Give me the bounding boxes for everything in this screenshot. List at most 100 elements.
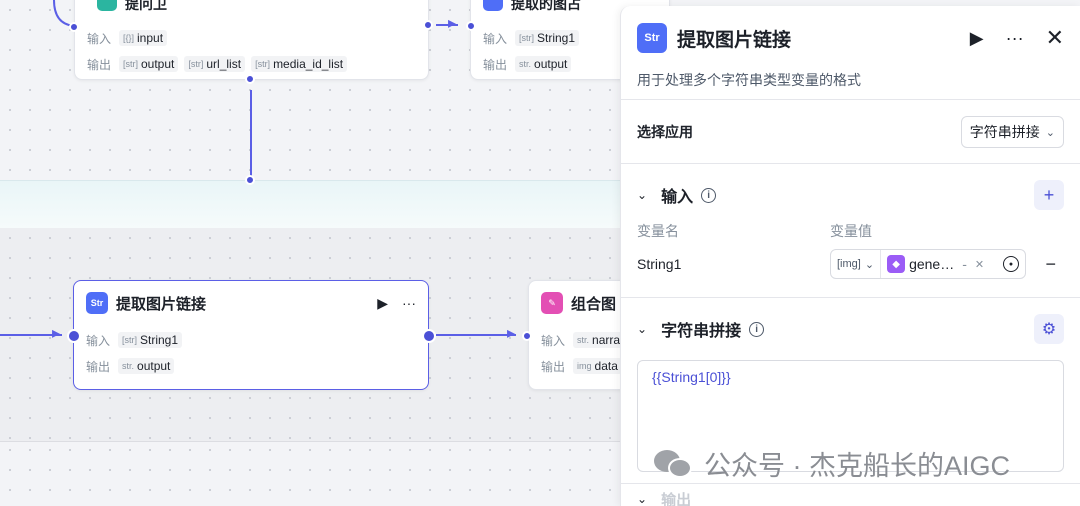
variable-value-input[interactable]: [img] ⌄ ◆ gene… - ✕ ● — [830, 249, 1026, 279]
input-tag: str.narra — [573, 332, 625, 348]
collapse-icon[interactable]: ⌄ — [637, 322, 648, 336]
chevron-down-icon: ⌄ — [864, 258, 875, 271]
add-variable-button[interactable]: + — [1034, 180, 1064, 210]
node-extract-image-link[interactable]: Str 提取图片链接 ▶ ··· 输入 [str]String1 输出 str.… — [73, 280, 429, 390]
input-label: 输入 — [86, 333, 111, 348]
output-tag: str.output — [515, 56, 572, 72]
output-label: 输出 — [483, 57, 508, 72]
next-section-peek: ⌄ 输出 — [621, 484, 1080, 506]
node-config-panel: Str 提取图片链接 ▶ ··· ✕ 用于处理多个字符串类型变量的格式 选择应用… — [620, 6, 1080, 506]
collapse-icon[interactable]: ⌄ — [637, 188, 648, 202]
select-app-label: 选择应用 — [637, 124, 693, 140]
group-header-band — [0, 180, 620, 228]
panel-title: 提取图片链接 — [677, 29, 792, 51]
remove-variable-button[interactable]: − — [1045, 253, 1056, 274]
col-var-value: 变量值 — [830, 223, 872, 239]
target-icon[interactable]: ● — [1003, 256, 1019, 272]
watermark-text: 公众号 · 杰克船长的AIGC — [704, 451, 1011, 481]
section-title: 输入 — [661, 189, 694, 206]
watermark: 公众号 · 杰克船长的AIGC — [654, 444, 1010, 483]
node-icon — [97, 0, 117, 11]
tag-name: String1 — [537, 31, 576, 45]
node-top-left[interactable]: 提问卫 输入 [{}]input 输出 [str]output [str]url… — [74, 0, 429, 80]
template-textarea[interactable]: {{String1[0]}} — [637, 360, 1064, 472]
tag-name: narra — [592, 333, 621, 347]
variable-name: String1 — [637, 256, 682, 272]
type-icon: [str] — [188, 59, 204, 69]
output-port[interactable] — [423, 20, 433, 30]
type-select[interactable]: [img] ⌄ — [831, 250, 882, 278]
arrow-icon: ▸ — [52, 325, 61, 342]
tag-name: media_id_list — [273, 57, 344, 71]
col-var-name: 变量名 — [637, 223, 679, 239]
wire-top — [436, 24, 458, 26]
tag-name: url_list — [206, 57, 242, 71]
section-title: 字符串拼接 — [661, 323, 742, 340]
tag-name: String1 — [140, 333, 179, 347]
input-port[interactable] — [67, 329, 81, 343]
input-tag: [str]String1 — [515, 30, 580, 46]
type-icon: str. — [122, 361, 135, 371]
info-icon[interactable]: i — [749, 321, 765, 337]
image-type-icon: [img] — [837, 258, 861, 270]
output-tag: [str]output — [119, 56, 179, 72]
tag-name: data — [594, 359, 618, 373]
input-label: 输入 — [541, 333, 566, 348]
arrow-icon: ▸ — [448, 15, 457, 32]
input-port[interactable] — [466, 21, 476, 31]
type-icon: [{}] — [123, 33, 135, 43]
cube-icon: ◆ — [887, 255, 906, 273]
chevron-down-icon: ⌄ — [1045, 126, 1055, 139]
str-icon: Str — [86, 292, 108, 314]
play-icon[interactable]: ▶ — [377, 294, 388, 311]
type-icon: str. — [577, 335, 590, 345]
str-icon: Str — [637, 23, 667, 53]
more-button[interactable]: ··· — [1005, 27, 1024, 48]
output-label: 输出 — [87, 57, 112, 72]
wechat-icon — [654, 448, 694, 480]
vertical-wire — [250, 90, 252, 176]
collapse-icon[interactable]: ⌄ — [637, 492, 648, 506]
more-icon[interactable]: ··· — [402, 294, 416, 311]
tag-name: output — [141, 57, 175, 71]
input-port[interactable] — [69, 22, 79, 32]
clear-icon[interactable]: ✕ — [974, 258, 985, 271]
output-label: 输出 — [86, 359, 111, 374]
variable-row: String1 [img] ⌄ ◆ gene… - ✕ ● − — [637, 236, 1064, 292]
node-title: 组合图 — [571, 295, 617, 313]
node-title: 提取的图占 — [511, 0, 581, 12]
variable-ref: gene… — [909, 256, 955, 272]
output-tag: [str]url_list — [184, 56, 246, 72]
output-port[interactable] — [422, 329, 436, 343]
close-button[interactable]: ✕ — [1045, 25, 1064, 50]
tag-name: output — [534, 57, 568, 71]
type-icon: [str] — [255, 59, 271, 69]
run-button[interactable]: ▶ — [969, 27, 984, 48]
node-title: 提问卫 — [125, 0, 167, 12]
output-tag: [str]media_id_list — [251, 56, 348, 72]
input-label: 输入 — [87, 31, 112, 46]
type-icon: str. — [519, 59, 532, 69]
group-port[interactable] — [245, 175, 255, 185]
select-value: 字符串拼接 — [969, 124, 1040, 140]
output-label: 输出 — [541, 359, 566, 374]
concat-section: ⌄ 字符串拼接 i ⚙ {{String1[0]}} — [621, 298, 1080, 484]
input-label: 输入 — [483, 31, 508, 46]
arrow-icon: ▸ — [507, 325, 516, 342]
input-section: ⌄ 输入 i + 变量名 变量值 String1 [img] ⌄ ◆ gene…… — [621, 164, 1080, 298]
panel-description: 用于处理多个字符串类型变量的格式 — [621, 70, 1080, 100]
tag-name: output — [137, 359, 171, 373]
input-tag: [{}]input — [119, 30, 168, 46]
app-select[interactable]: 字符串拼接 ⌄ — [960, 116, 1064, 148]
node-title: 提取图片链接 — [116, 295, 207, 313]
settings-button[interactable]: ⚙ — [1034, 314, 1064, 344]
input-port[interactable] — [522, 331, 532, 341]
loop-port[interactable] — [245, 74, 255, 84]
output-tag: str.output — [118, 358, 175, 374]
tag-name: input — [137, 31, 164, 45]
type-icon: [str] — [123, 59, 138, 69]
info-icon[interactable]: i — [701, 187, 717, 203]
type-icon: [str] — [519, 33, 534, 43]
type-icon: img — [577, 361, 592, 371]
